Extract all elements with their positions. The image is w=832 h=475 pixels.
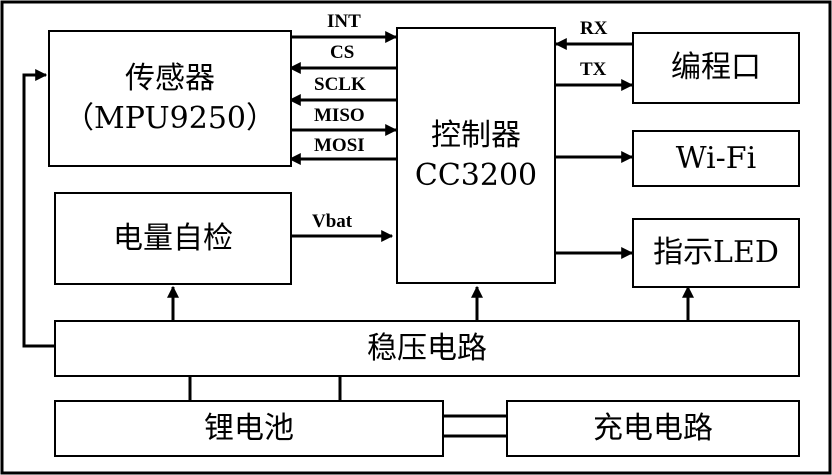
indicator-led-block: 指示LED [632, 218, 800, 288]
signal-vbat-label: Vbat [312, 211, 353, 232]
battery-block: 锂电池 [54, 400, 444, 457]
controller-block: 控制器 CC3200 [396, 27, 556, 284]
sensor-model: （MPU9250） [63, 100, 276, 136]
wifi-block: Wi-Fi [632, 130, 800, 187]
signal-miso-label: MISO [314, 105, 365, 126]
sensor-label: 传感器 [125, 60, 215, 96]
signal-mosi-label: MOSI [314, 135, 365, 156]
signal-int-label: INT [327, 11, 361, 32]
signal-tx-label: TX [580, 59, 607, 80]
sensor-block: 传感器 （MPU9250） [48, 30, 292, 167]
regulator-block: 稳压电路 [54, 320, 800, 377]
controller-label: 控制器 [431, 117, 521, 153]
signal-sclk-label: SCLK [314, 74, 366, 95]
signal-rx-label: RX [580, 18, 608, 39]
wire-reg-sensor [22, 69, 54, 348]
charger-block: 充电电路 [506, 400, 800, 457]
controller-model: CC3200 [414, 157, 538, 193]
programming-port-block: 编程口 [632, 32, 800, 104]
battery-check-block: 电量自检 [54, 192, 292, 285]
signal-cs-label: CS [330, 42, 355, 63]
